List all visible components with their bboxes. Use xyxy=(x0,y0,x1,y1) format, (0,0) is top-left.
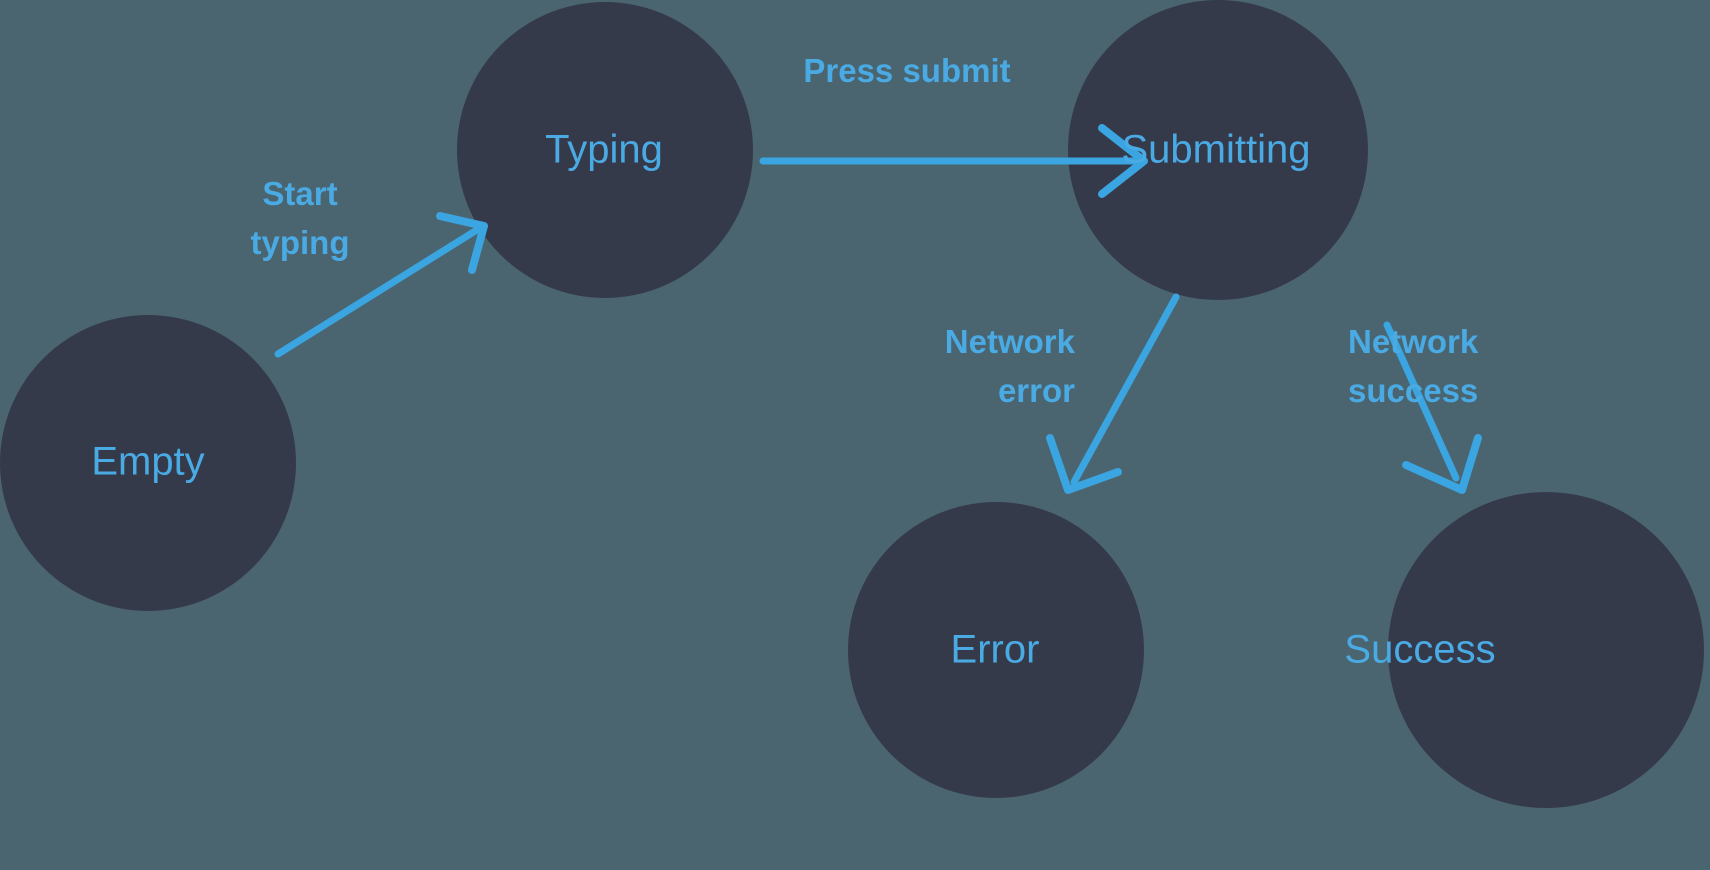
state-circle-success[interactable] xyxy=(1388,492,1704,808)
transition-press-submit xyxy=(759,124,1148,198)
state-label-empty: Empty xyxy=(91,440,204,484)
arrowhead-icon-network-success xyxy=(1402,434,1482,494)
state-node-success[interactable] xyxy=(1388,492,1704,808)
state-node-empty[interactable] xyxy=(0,315,296,611)
state-nodes-group xyxy=(0,0,1704,808)
state-node-submitting[interactable] xyxy=(1068,0,1368,300)
state-label-error: Error xyxy=(951,628,1040,672)
state-label-typing: Typing xyxy=(545,128,663,172)
state-circle-submitting[interactable] xyxy=(1068,0,1368,300)
state-circle-empty[interactable] xyxy=(0,315,296,611)
transition-network-error xyxy=(1046,293,1180,494)
state-label-submitting: Submitting xyxy=(1122,128,1311,172)
transition-line-network-error xyxy=(1070,293,1180,486)
transition-line-start-typing xyxy=(274,224,484,358)
state-circle-error[interactable] xyxy=(848,502,1144,798)
transition-network-success xyxy=(1383,321,1482,494)
state-label-success: Success xyxy=(1344,628,1495,672)
state-node-error[interactable] xyxy=(848,502,1144,798)
arrowhead-icon-press-submit xyxy=(1098,124,1148,198)
transition-start-typing xyxy=(274,212,488,358)
transitions-group xyxy=(274,124,1482,494)
transition-label-press-submit: Press submit xyxy=(803,52,1010,89)
state-circle-typing[interactable] xyxy=(457,2,753,298)
state-node-typing[interactable] xyxy=(457,2,753,298)
arrowhead-icon-network-error xyxy=(1046,434,1122,494)
transition-line-network-success xyxy=(1383,321,1460,482)
arrowhead-icon-start-typing xyxy=(436,212,488,274)
